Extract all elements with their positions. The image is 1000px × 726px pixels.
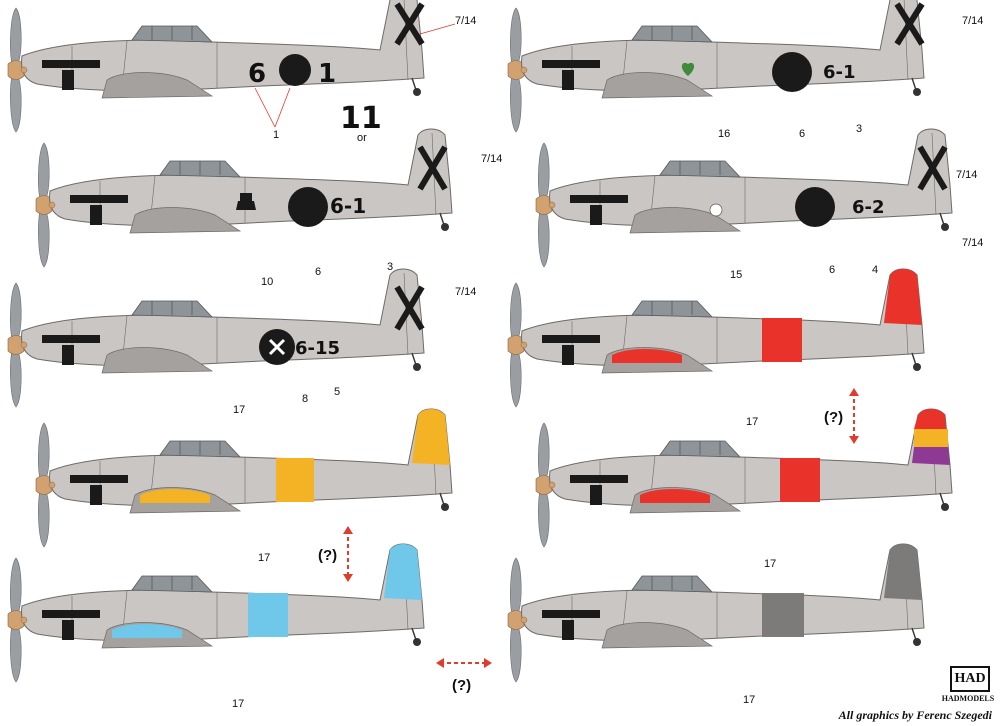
- aircraft-profile-7: [35, 408, 453, 548]
- aircraft-silhouette: [7, 268, 425, 408]
- aircraft-silhouette: [507, 268, 925, 408]
- fuselage-band: [248, 593, 288, 637]
- callout-number: 7/14: [455, 286, 476, 298]
- brand-logo: HAD: [950, 666, 990, 692]
- aircraft-profile-8: [535, 408, 953, 548]
- alt-marking: 11: [340, 101, 382, 136]
- aircraft-profile-9: [7, 543, 425, 683]
- callout-number: 7/14: [481, 153, 502, 165]
- rudder-color: [884, 544, 922, 600]
- heart-emblem: [681, 62, 695, 76]
- aircraft-profile-4: [535, 128, 953, 268]
- callout-number: 10: [261, 276, 273, 288]
- rudder-color: [384, 544, 422, 600]
- credit-line: All graphics by Ferenc Szegedi: [838, 708, 992, 722]
- callout-number: 7/14: [962, 237, 983, 249]
- aircraft-marking-5: 6-15: [295, 338, 340, 359]
- rudder-color-yellow: [914, 429, 948, 447]
- aircraft-profile-3: [35, 128, 453, 268]
- uncertainty-indicator-left: (?): [318, 526, 353, 582]
- callout-number: 1: [273, 129, 279, 141]
- aircraft-profile-6: [507, 268, 925, 408]
- callout-number: 6: [829, 264, 835, 276]
- callout-number: 5: [334, 386, 340, 398]
- callout-number: 7/14: [956, 169, 977, 181]
- uncertainty-label: (?): [452, 677, 471, 694]
- aircraft-marking-4: 6-2: [852, 197, 885, 218]
- aircraft-silhouette: [535, 128, 953, 268]
- callout-number: 17: [233, 404, 245, 416]
- alt-marking-note: or: [357, 132, 367, 144]
- callout-number: 16: [718, 128, 730, 140]
- rudder-color-purple: [912, 447, 950, 465]
- aircraft-silhouette: [507, 543, 925, 683]
- roundel-black-disc: [772, 52, 812, 92]
- callout-number: 7/14: [962, 15, 983, 27]
- callout-number: 3: [387, 261, 393, 273]
- aircraft-silhouette: [7, 543, 425, 683]
- callout-number: 17: [764, 558, 776, 570]
- rudder-color: [884, 269, 922, 325]
- uncertainty-indicator-right: (?): [824, 388, 859, 444]
- callout-number: 6: [799, 128, 805, 140]
- callout-number: 6: [315, 266, 321, 278]
- fuselage-band: [762, 593, 804, 637]
- callout-number: 4: [872, 264, 878, 276]
- callout-number: 17: [232, 698, 244, 710]
- roundel-black-disc: [288, 187, 328, 227]
- callout-number: 7/14: [455, 15, 476, 27]
- fuselage-band: [780, 458, 820, 502]
- aircraft-marking-3: 6-1: [330, 194, 366, 218]
- aircraft-profile-5: [7, 268, 425, 408]
- aircraft-profile-2: [507, 0, 925, 133]
- rudder-color: [412, 409, 450, 465]
- aircraft-silhouette: [535, 408, 953, 548]
- brand-name: HADMODELS: [941, 694, 995, 703]
- callout-number: 8: [302, 393, 308, 405]
- aircraft-profile-10: [507, 543, 925, 683]
- aircraft-marking-1a: 6: [248, 59, 266, 89]
- aircraft-silhouette: [35, 408, 453, 548]
- top-hat-emblem: [236, 193, 256, 210]
- white-cross-emblem: [268, 338, 286, 356]
- uncertainty-label: (?): [318, 547, 337, 564]
- aircraft-silhouette: [507, 0, 925, 133]
- callout-number: 3: [856, 123, 862, 135]
- aircraft-profile-1: [7, 0, 425, 133]
- roundel-black-disc: [279, 54, 311, 86]
- roundel-black-disc: [795, 187, 835, 227]
- callout-number: 17: [743, 694, 755, 706]
- callout-number: 17: [746, 416, 758, 428]
- uncertainty-label: (?): [824, 409, 843, 426]
- callout-number: 15: [730, 269, 742, 281]
- aircraft-marking-1b: 1: [318, 59, 336, 89]
- rudder-color-red: [914, 409, 946, 429]
- uncertainty-indicator-horizontal: (?): [436, 658, 492, 694]
- aircraft-marking-2: 6-1: [823, 62, 856, 83]
- fuselage-band: [276, 458, 314, 502]
- skull-emblem: [709, 203, 723, 217]
- fuselage-band: [762, 318, 802, 362]
- callout-number: 17: [258, 552, 270, 564]
